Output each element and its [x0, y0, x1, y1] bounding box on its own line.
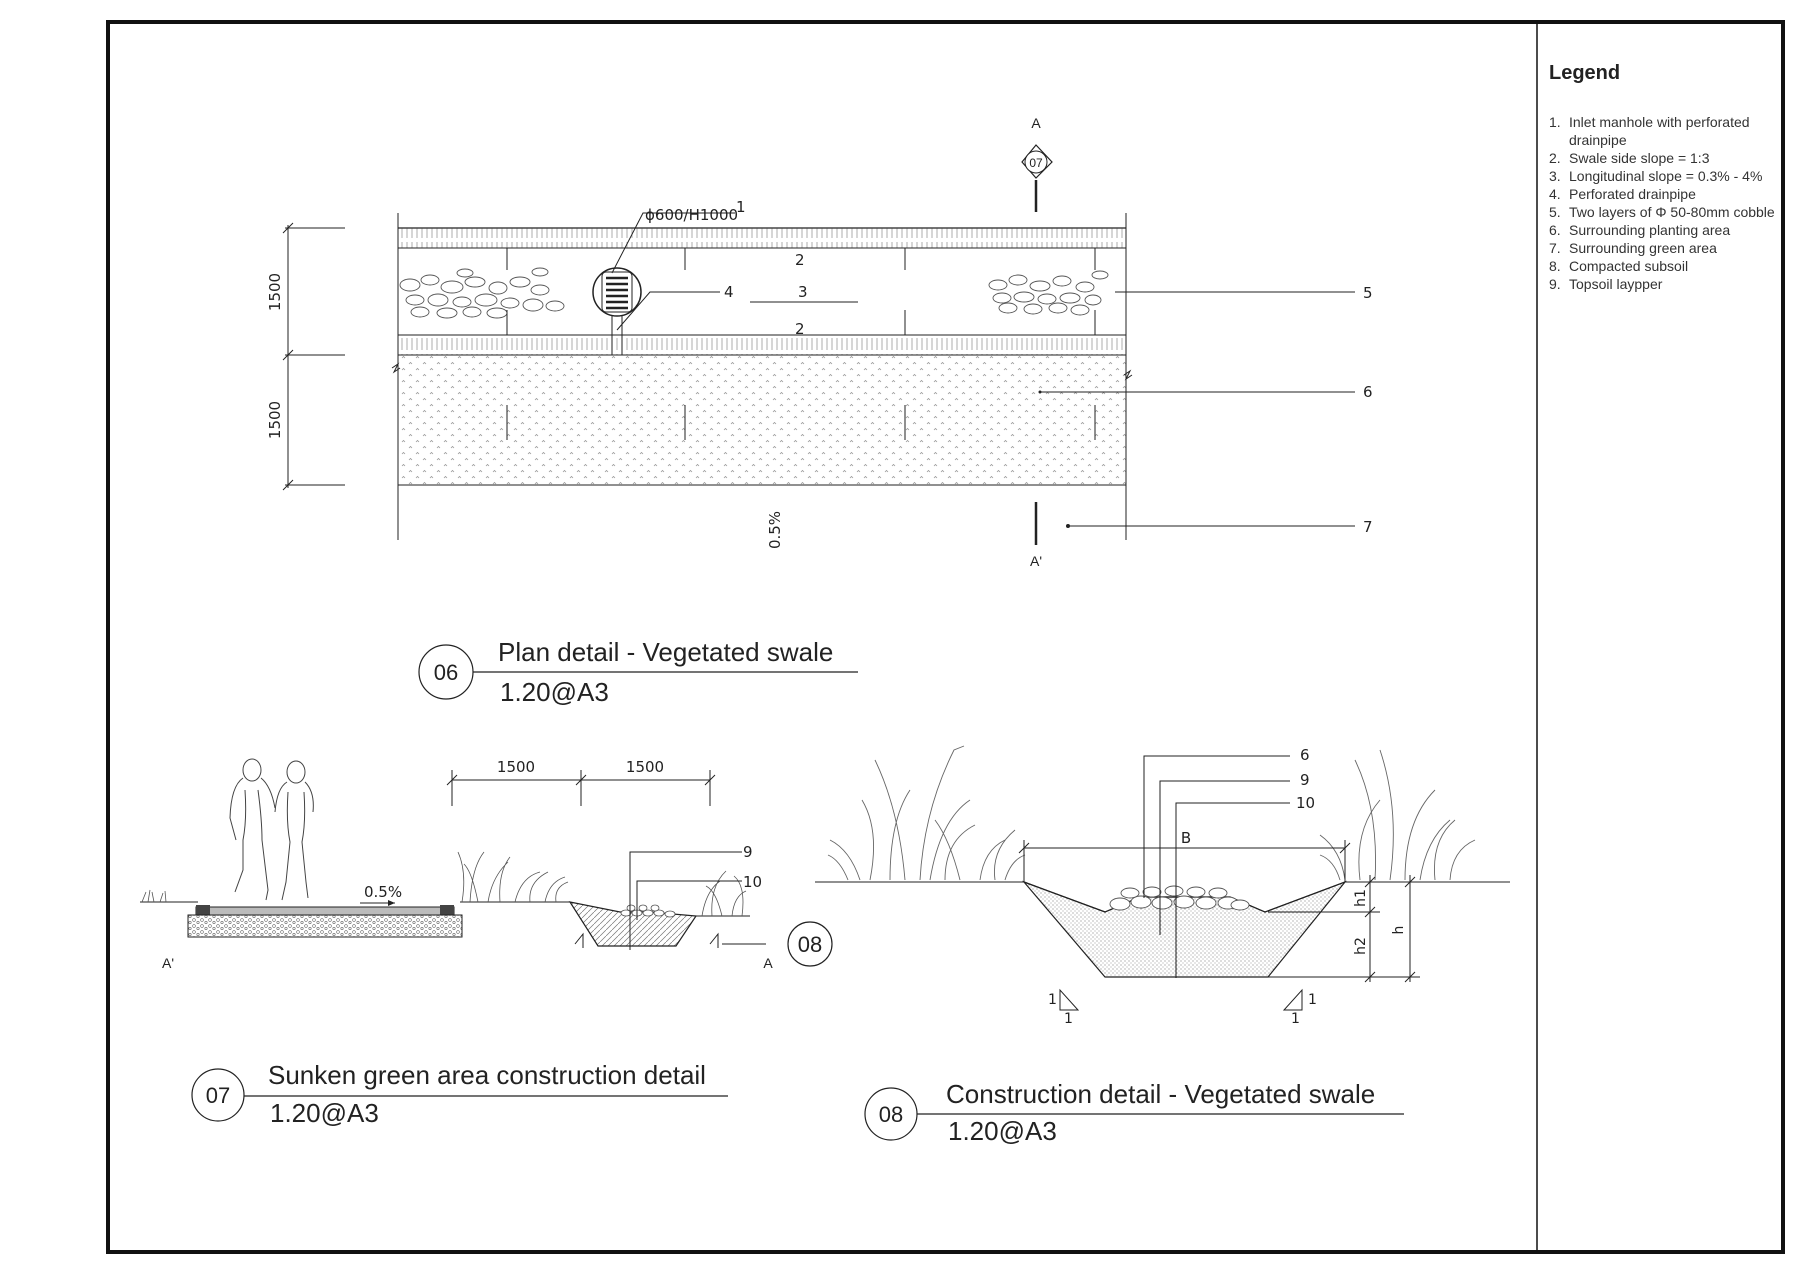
section07-a-right: A	[763, 955, 773, 971]
section07-callout-10: 10	[743, 873, 762, 891]
legend-title: Legend	[1549, 62, 1621, 84]
callout-4: 4	[724, 283, 734, 301]
legend-item: 8.Compacted subsoil	[1549, 258, 1689, 274]
section08-slope-right-h: 1	[1291, 1011, 1300, 1027]
section07-dim-right: 1500	[626, 758, 664, 776]
section07-ref-bubble	[787, 921, 833, 967]
section-mark-top: A	[1031, 115, 1041, 131]
pavement-base	[187, 914, 463, 938]
section08-slope-right-v: 1	[1308, 992, 1317, 1008]
legend-panel: Legend 1.Inlet manhole with perforated d…	[1549, 62, 1789, 293]
section07-slope: 0.5%	[364, 883, 402, 901]
sheet-border	[106, 20, 1785, 1254]
callout-2-top: 2	[795, 251, 805, 269]
slope-triangle-right	[1282, 988, 1303, 1011]
section-ref-bubble	[1024, 150, 1048, 174]
section07-title-num: 07	[206, 1083, 230, 1108]
side-slope-band-bottom	[397, 334, 1127, 356]
cobble-cluster-left	[399, 267, 565, 319]
section07-callout-9: 9	[743, 843, 753, 861]
people-figures	[229, 758, 314, 901]
callout-2-bottom: 2	[795, 320, 805, 338]
section07-title-block: 07 Sunken green area construction detail…	[191, 1060, 728, 1128]
section08-grass	[827, 745, 1476, 881]
legend-item: 7.Surrounding green area	[1549, 240, 1717, 256]
planting-area	[397, 354, 1127, 486]
plan-detail: 07 A A' ϕ600/H1000 1 2 4 3 2 5 6 7 1500 …	[266, 115, 1373, 569]
section08-h2: h2	[1353, 937, 1369, 955]
plan-title-block: 06 Plan detail - Vegetated swale 1.20@A3	[418, 637, 858, 707]
legend-list: 1.Inlet manhole with perforated drainpip…	[1549, 113, 1789, 293]
callout-5: 5	[1363, 284, 1373, 302]
section-mark-bottom: A'	[1030, 553, 1042, 569]
manhole-size-label: ϕ600/H1000	[645, 206, 738, 224]
slope-arrows	[506, 248, 1096, 440]
section08-callout-6: 6	[1300, 746, 1310, 764]
legend-item: 6.Surrounding planting area	[1549, 222, 1731, 238]
plan-title-num: 06	[434, 660, 458, 685]
section08-dim-b	[1018, 840, 1351, 882]
section07-scale: 1.20@A3	[270, 1098, 379, 1128]
legend-item: 3.Longitudinal slope = 0.3% - 4%	[1549, 168, 1763, 184]
section07-title: Sunken green area construction detail	[268, 1060, 706, 1090]
section08-h: h	[1391, 926, 1407, 935]
side-slope-band-top	[397, 227, 1127, 249]
section-ref-text: 07	[1029, 156, 1043, 170]
section-08: B 6 9 10 h1 h2 h 1 1 1 1	[815, 745, 1510, 1027]
plan-dim-top: 1500	[266, 273, 284, 311]
callout-3: 3	[798, 283, 808, 301]
legend-item: 1.Inlet manhole with perforated drainpip…	[1549, 114, 1750, 148]
pavement-surface	[195, 906, 455, 916]
section08-dim-b-label: B	[1181, 829, 1191, 847]
section-07: 0.5% 1500 1500 9 10	[140, 758, 833, 971]
plan-slope: 0.5%	[766, 511, 784, 549]
section08-callout-9: 9	[1300, 771, 1310, 789]
section07-dim-left: 1500	[497, 758, 535, 776]
plan-scale: 1.20@A3	[500, 677, 609, 707]
cobble-cluster-right	[988, 270, 1109, 316]
callout-1: 1	[736, 198, 746, 216]
section07-dimensions	[446, 770, 716, 806]
legend-item: 2.Swale side slope = 1:3	[1549, 150, 1710, 166]
section07-ref-text: 08	[798, 932, 822, 957]
callout-6: 6	[1363, 383, 1373, 401]
section07-swale	[568, 901, 698, 947]
section08-callout-10: 10	[1296, 794, 1315, 812]
legend-item: 9.Topsoil laypper	[1549, 276, 1663, 292]
section08-scale: 1.20@A3	[948, 1116, 1057, 1146]
section08-title-num: 08	[879, 1102, 903, 1127]
section08-slope-left-h: 1	[1064, 1011, 1073, 1027]
section08-slope-left-v: 1	[1048, 992, 1057, 1008]
section08-h1: h1	[1353, 889, 1369, 907]
plan-dimensions	[282, 222, 345, 491]
slope-triangle-left	[1059, 988, 1080, 1011]
legend-item: 5.Two layers of Φ 50-80mm cobble	[1549, 204, 1775, 220]
plan-title: Plan detail - Vegetated swale	[498, 637, 833, 667]
section08-title: Construction detail - Vegetated swale	[946, 1079, 1375, 1109]
section07-a-left: A'	[162, 955, 174, 971]
plan-dim-bottom: 1500	[266, 401, 284, 439]
legend-item: 4.Perforated drainpipe	[1549, 186, 1696, 202]
section08-cobbles	[1109, 885, 1250, 911]
section08-dim-h	[1268, 875, 1420, 983]
callout-7: 7	[1363, 518, 1373, 536]
section08-title-block: 08 Construction detail - Vegetated swale…	[864, 1079, 1404, 1146]
inlet-manhole	[592, 267, 642, 355]
